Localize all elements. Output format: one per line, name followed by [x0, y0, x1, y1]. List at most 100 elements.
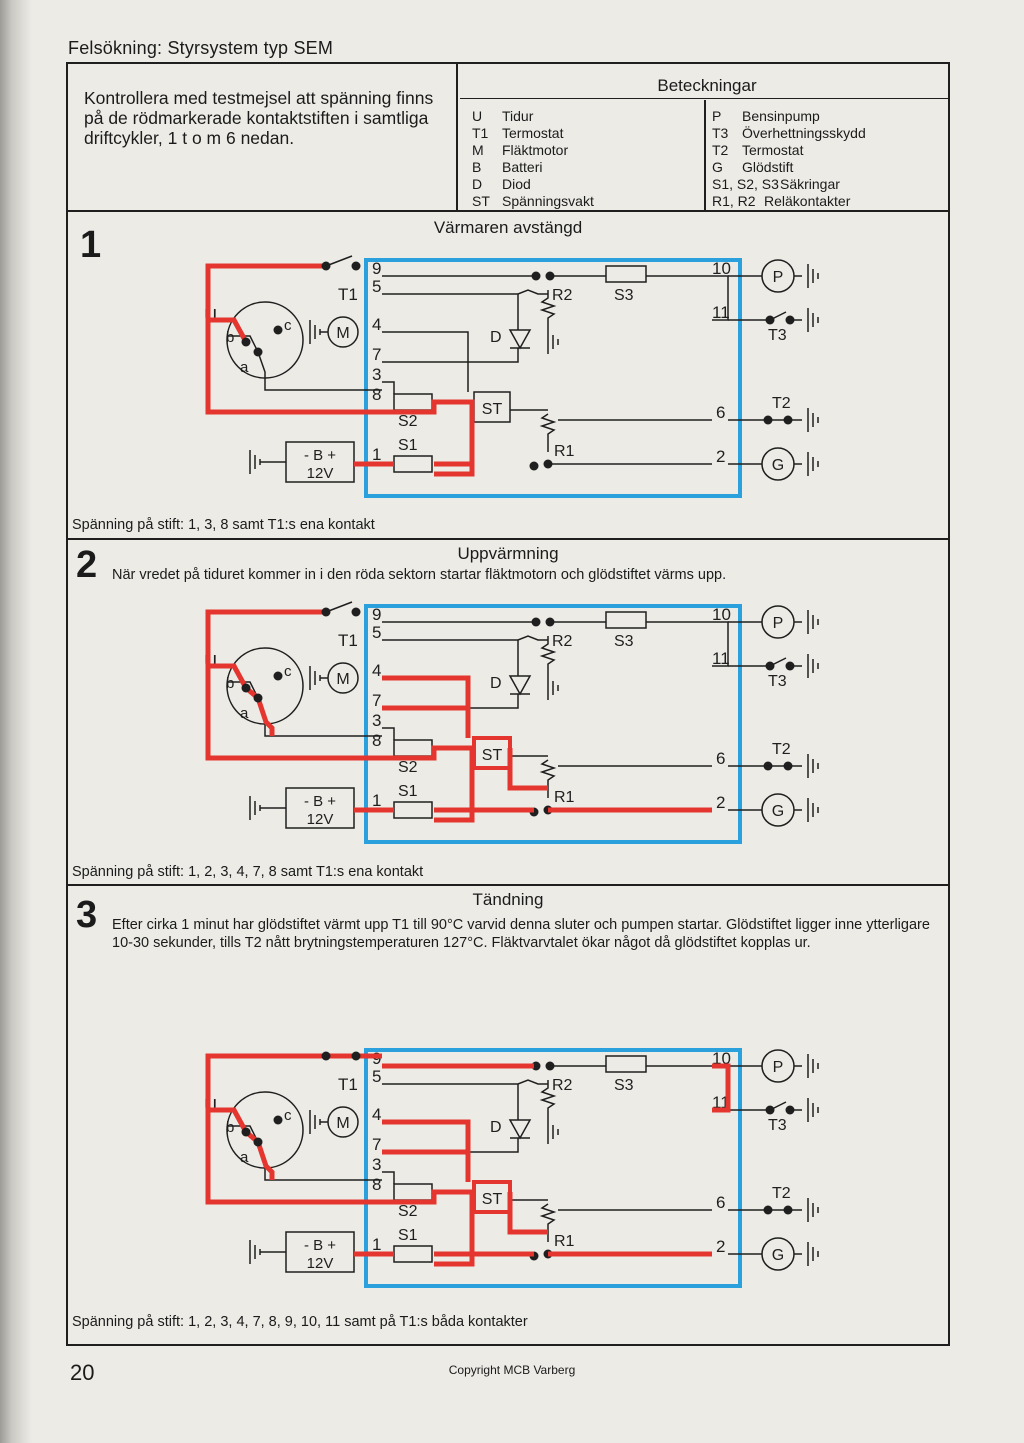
pin-label-2: 2: [716, 447, 725, 466]
energised-wire-pin4: [382, 1119, 471, 1152]
t3-switch-blade: [769, 657, 787, 667]
pin-label-6: 6: [716, 403, 725, 422]
fuse-s3-symbol: [605, 1055, 647, 1073]
pin-label-8: 8: [372, 731, 381, 750]
relay-contact-dot: [531, 617, 541, 627]
diode-symbol: [508, 675, 532, 696]
overheat-switch-t3-label: T3: [768, 1117, 787, 1134]
glow-plug-label: G: [772, 1247, 784, 1264]
wire-right-externals: [728, 621, 770, 811]
section-divider: [68, 538, 948, 540]
page-frame: Kontrollera med testmejsel att spänning …: [66, 62, 950, 1346]
glow-plug-label: G: [772, 457, 784, 474]
ground-symbol: [807, 452, 819, 476]
wire-pin3: [382, 727, 395, 740]
timer-contact-a-dot: [253, 1137, 263, 1147]
fuel-pump-label: P: [773, 1059, 784, 1076]
t3-switch-blade: [769, 1101, 787, 1111]
relay-r2-coil: [539, 636, 557, 676]
energised-wire-pin3-loop: [432, 399, 475, 477]
pin-label-6: 6: [716, 749, 725, 768]
thermostat-t2-label: T2: [772, 741, 791, 758]
energised-wire-pin7: [382, 705, 471, 738]
pin-label-2: 2: [716, 1237, 725, 1256]
ground-symbol: [807, 798, 819, 822]
energised-wire-pin4: [382, 675, 471, 708]
glow-plug-label: G: [772, 803, 784, 820]
ground-symbol: [547, 330, 559, 354]
section-divider: [68, 884, 948, 886]
fuse-s2-symbol: [393, 739, 433, 757]
diode-label: D: [490, 329, 502, 346]
section-2-number: 2: [76, 544, 98, 586]
diode-label: D: [490, 1119, 502, 1136]
section-1-voltage-text: Spänning på stift: 1, 3, 8 samt T1:s ena…: [72, 517, 375, 533]
relay-r1-label: R1: [554, 1233, 575, 1250]
relay-r2-label: R2: [552, 287, 573, 304]
pin-label-11: 11: [712, 303, 730, 322]
voltage-guard-st-label: ST: [482, 1191, 503, 1208]
section-2-title: Uppvärmning: [457, 544, 559, 563]
fuse-s3-symbol: [605, 611, 647, 629]
pin-label-7: 7: [372, 691, 381, 710]
relay-r1-label: R1: [554, 443, 575, 460]
diode-symbol: [508, 329, 532, 350]
wire-right-externals: [728, 275, 770, 465]
ground-symbol: [807, 654, 819, 678]
diode-symbol: [508, 1119, 532, 1140]
wire-pin10-11: [712, 621, 729, 667]
fan-motor-label: M: [336, 1115, 349, 1132]
battery-voltage-label: 12V: [307, 1255, 334, 1272]
pin-label-6: 6: [716, 1193, 725, 1212]
thermostat-t1-label: T1: [338, 1075, 358, 1094]
ground-symbol: [309, 666, 321, 690]
timer-contact-c-dot: [273, 671, 283, 681]
legend-column-divider: [704, 100, 706, 210]
fuse-s1-label: S1: [398, 1227, 418, 1244]
ground-symbol: [807, 1098, 819, 1122]
timer-contact-a-label: a: [240, 1149, 249, 1166]
fuse-s1-symbol: [393, 1245, 433, 1263]
pin-label-1: 1: [372, 445, 381, 464]
energised-wire-pin10-11: [712, 1063, 731, 1113]
pin-label-9: 9: [372, 605, 381, 624]
battery-voltage-label: 12V: [307, 811, 334, 828]
energised-wire-st-to-r1: [507, 748, 548, 791]
fuel-pump-label: P: [773, 269, 784, 286]
t1-contact-dot: [351, 607, 361, 617]
energised-wire-pin7: [382, 1149, 471, 1182]
fan-motor-label: M: [336, 325, 349, 342]
fuse-s3-label: S3: [614, 1077, 634, 1094]
t3-switch-blade: [769, 311, 787, 321]
pin-label-9: 9: [372, 259, 381, 278]
timer-contact-b-dot: [241, 337, 251, 347]
t1-switch-blade-open: [325, 601, 353, 613]
wire-pin3: [382, 381, 395, 394]
page-number: 20: [70, 1360, 95, 1385]
voltage-guard-st-label: ST: [482, 747, 503, 764]
pin-label-7: 7: [372, 1135, 381, 1154]
ground-symbol: [807, 1054, 819, 1078]
energised-wire-timer-a: [244, 686, 275, 736]
timer-contact-c-dot: [273, 325, 283, 335]
ground-symbol: [249, 450, 261, 474]
relay-r1-coil: [539, 413, 557, 452]
t1-switch-blade-open: [325, 255, 353, 267]
timer-u-dial: [226, 301, 304, 379]
fuse-s2-label: S2: [398, 413, 418, 430]
fuse-s1-symbol: [393, 801, 433, 819]
control-module-outline: [364, 1048, 742, 1288]
